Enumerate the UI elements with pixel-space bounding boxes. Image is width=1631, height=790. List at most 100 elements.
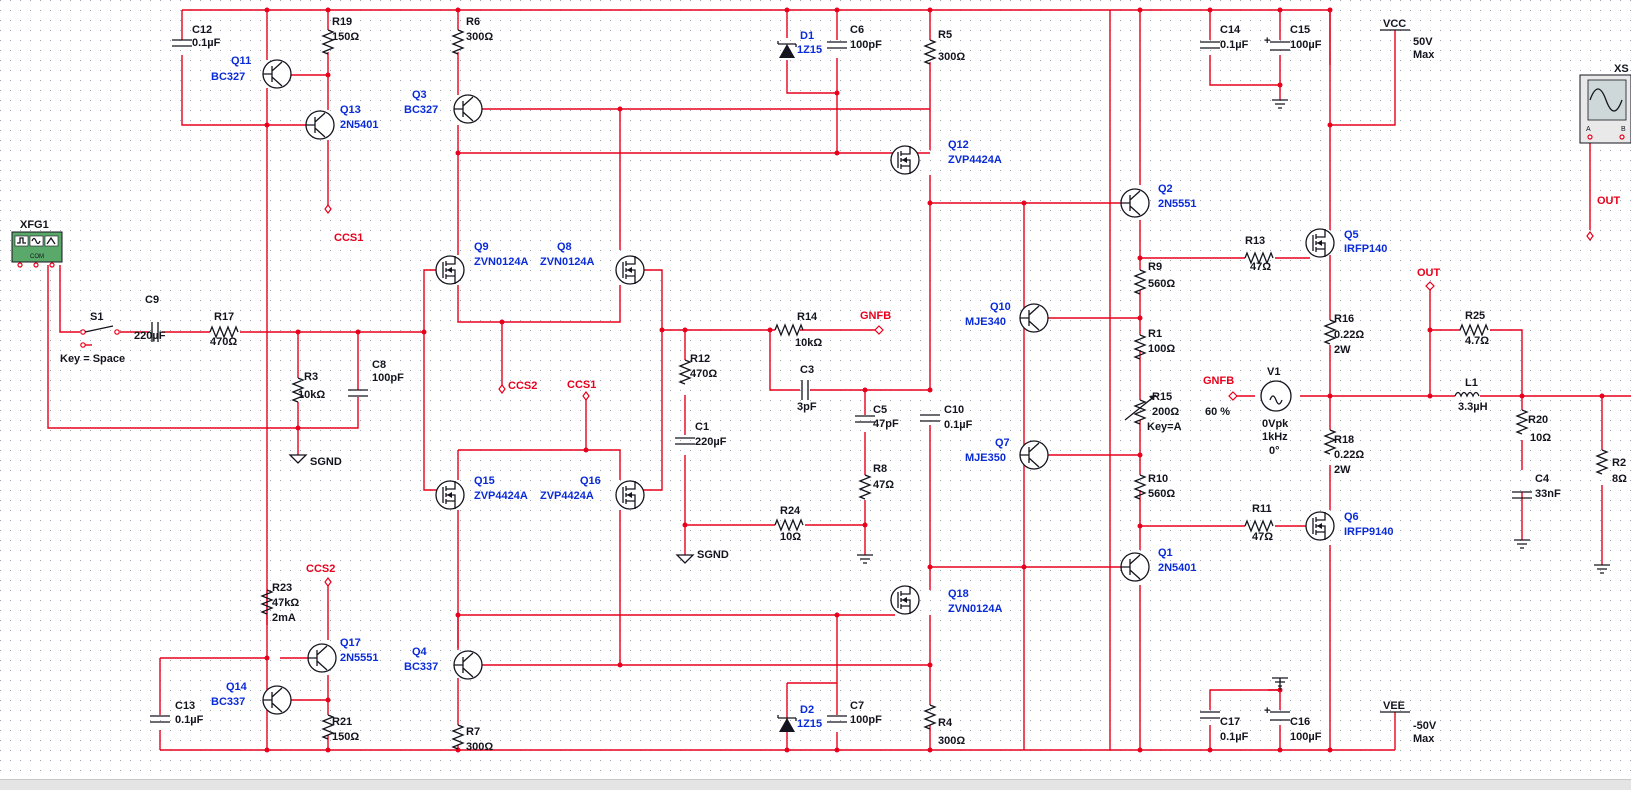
transistor-q3[interactable] — [453, 94, 483, 124]
capacitor-c4[interactable] — [1512, 491, 1532, 499]
oscilloscope-xsc[interactable]: A B — [1579, 74, 1631, 144]
label-r9: R9 — [1148, 261, 1162, 273]
xfg-com-label: COM — [30, 254, 44, 260]
capacitor-c9[interactable] — [151, 322, 159, 342]
switch-s1[interactable] — [80, 325, 120, 348]
label-q2: Q2 — [1158, 183, 1173, 195]
resistor-r17[interactable] — [209, 325, 239, 339]
label-q3-value: BC327 — [404, 104, 438, 116]
transistor-q6[interactable] — [1305, 511, 1335, 541]
label-r10-value: 560Ω — [1148, 488, 1175, 500]
resistor-r25[interactable] — [1459, 323, 1489, 337]
zener-diode-d2[interactable] — [777, 715, 797, 732]
resistor-r20[interactable] — [1515, 409, 1529, 435]
resistor-r9[interactable] — [1133, 269, 1147, 295]
transistor-q7[interactable] — [1019, 440, 1049, 470]
sgnd-label-2: SGND — [697, 549, 729, 561]
transistor-q8[interactable] — [615, 255, 645, 285]
resistor-r3[interactable] — [291, 377, 305, 403]
capacitor-c12[interactable] — [172, 39, 192, 47]
resistor-r1[interactable] — [1133, 334, 1147, 360]
horizontal-scrollbar[interactable] — [0, 779, 1631, 790]
gnfb-label-1: GNFB — [860, 310, 891, 322]
transistor-q4[interactable] — [453, 650, 483, 680]
transistor-q9[interactable] — [435, 255, 465, 285]
label-r24: R24 — [780, 505, 801, 517]
potentiometer-r15-wiper[interactable] — [1124, 394, 1157, 421]
label-r7-value: 300Ω — [466, 741, 493, 753]
resistor-r23[interactable] — [260, 589, 274, 615]
component-labels: XFG1 XS OUT VCC 50V Max VEE -50V Max SGN… — [20, 16, 1629, 753]
resistor-r7[interactable] — [451, 724, 465, 750]
label-c5-value: 47pF — [873, 418, 899, 430]
capacitor-c5[interactable] — [855, 415, 875, 423]
label-c17: C17 — [1220, 716, 1240, 728]
label-q12: Q12 — [948, 139, 969, 151]
resistor-r5[interactable] — [923, 39, 937, 65]
capacitor-c14[interactable] — [1200, 41, 1220, 49]
transistor-q13[interactable] — [305, 110, 335, 140]
resistor-r18[interactable] — [1323, 429, 1337, 455]
resistor-r15[interactable] — [1133, 399, 1147, 425]
resistor-r14[interactable] — [774, 323, 804, 337]
vee-label: VEE — [1383, 700, 1405, 712]
resistor-r4[interactable] — [923, 704, 937, 730]
label-r14: R14 — [797, 311, 818, 323]
transistor-q17[interactable] — [307, 643, 337, 673]
xsc-a-label: A — [1586, 126, 1591, 133]
ac-source-v1[interactable] — [1260, 380, 1292, 412]
capacitor-c13[interactable] — [150, 715, 170, 723]
transistor-q10[interactable] — [1019, 303, 1049, 333]
label-r19: R19 — [332, 16, 352, 28]
label-c4-value: 33nF — [1535, 488, 1561, 500]
label-c8: C8 — [372, 359, 386, 371]
label-c10-value: 0.1µF — [944, 419, 973, 431]
transistor-q5[interactable] — [1305, 228, 1335, 258]
transistor-q18[interactable] — [890, 585, 920, 615]
zener-diode-d1[interactable] — [777, 41, 797, 58]
label-r20: R20 — [1528, 414, 1548, 426]
resistor-r13[interactable] — [1244, 251, 1274, 265]
s1-key-label: Key = Space — [60, 353, 125, 365]
label-r15p: 60 % — [1205, 406, 1230, 418]
transistor-q14[interactable] — [262, 685, 292, 715]
label-r1-value: 100Ω — [1148, 343, 1175, 355]
capacitor-c16[interactable]: + — [1264, 705, 1290, 721]
resistor-r11[interactable] — [1244, 519, 1274, 533]
resistor-r2[interactable] — [1595, 449, 1609, 475]
resistor-r16[interactable] — [1323, 319, 1337, 345]
capacitor-c7[interactable] — [827, 715, 847, 723]
capacitor-c17[interactable] — [1200, 711, 1220, 719]
label-q3: Q3 — [412, 89, 427, 101]
transistor-q1[interactable] — [1120, 552, 1150, 582]
resistor-r8[interactable] — [858, 474, 872, 500]
capacitor-c6[interactable] — [827, 41, 847, 49]
label-r6: R6 — [466, 16, 480, 28]
resistor-r6[interactable] — [451, 29, 465, 55]
resistor-r21[interactable] — [321, 714, 335, 740]
transistor-q12[interactable] — [890, 145, 920, 175]
transistor-q2[interactable] — [1120, 188, 1150, 218]
resistor-r10[interactable] — [1133, 474, 1147, 500]
transistor-q16[interactable] — [615, 480, 645, 510]
capacitor-c1[interactable] — [675, 437, 695, 445]
resistor-r24[interactable] — [774, 518, 804, 532]
transistor-q15[interactable] — [435, 480, 465, 510]
label-q6-value: IRFP9140 — [1344, 526, 1394, 538]
function-generator-xfg1[interactable]: COM — [11, 231, 63, 268]
capacitor-c10[interactable] — [920, 414, 940, 422]
label--value1: V1 — [1267, 366, 1280, 378]
ccs2-label-1: CCS2 — [508, 380, 537, 392]
capacitor-c15[interactable]: + — [1264, 35, 1290, 51]
label-r8: R8 — [873, 463, 887, 475]
capacitor-c3[interactable] — [801, 380, 809, 400]
label-r17-value: 470Ω — [210, 336, 237, 348]
net-markers — [324, 29, 1594, 713]
resistor-r19[interactable] — [321, 29, 335, 55]
transistor-q11[interactable] — [262, 59, 292, 89]
inductor-l1[interactable] — [1454, 391, 1480, 398]
capacitor-c8[interactable] — [348, 389, 368, 397]
label-d2: D2 — [800, 704, 814, 716]
resistor-r12[interactable] — [678, 359, 692, 385]
